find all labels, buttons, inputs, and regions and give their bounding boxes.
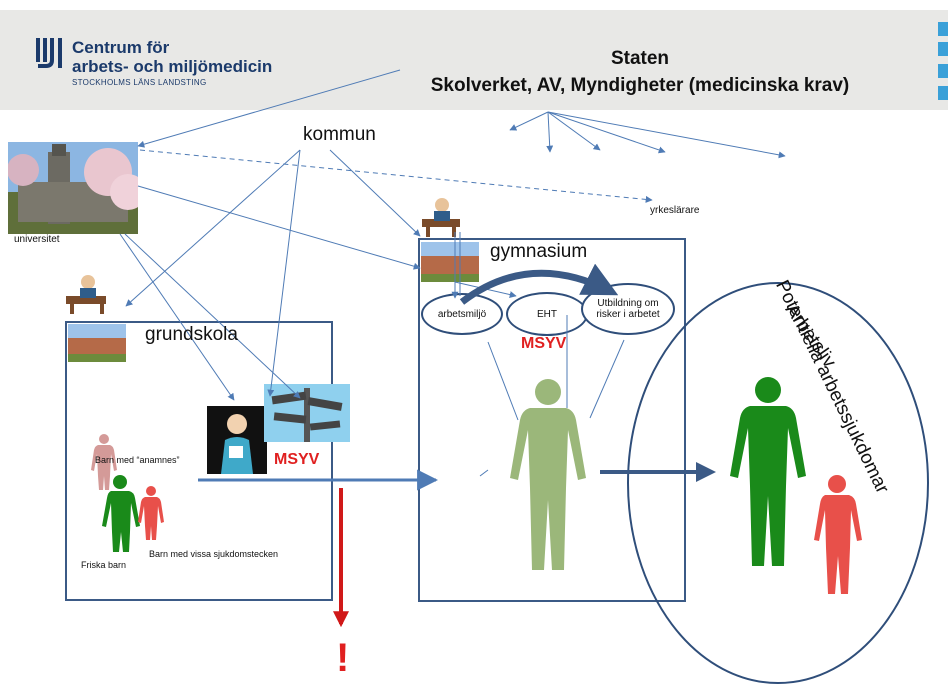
edge-accent-2	[938, 42, 948, 56]
grundskola-label: grundskola	[145, 324, 238, 345]
signpost-icon	[264, 384, 350, 442]
universitet-photo	[8, 142, 138, 234]
header-title: Staten	[610, 48, 670, 69]
figure-sick-worker	[814, 475, 862, 594]
friska-barn-label: Friska barn	[81, 560, 127, 570]
arrow-staten-4	[547, 111, 666, 154]
arrow-staten-3	[547, 111, 601, 151]
logo-line-3: STOCKHOLMS LÄNS LANDSTING	[72, 78, 207, 87]
figure-child-healthy	[102, 475, 140, 552]
line-figure-left	[479, 469, 489, 477]
gymnasium-label: gymnasium	[490, 241, 588, 262]
arrow-kommun-signpost	[267, 149, 301, 397]
figure-gymnasium-student	[510, 379, 586, 570]
line-utbildning-figure	[589, 339, 625, 419]
arrow-universitet-yrkeslarare	[139, 149, 653, 203]
nurse-icon	[207, 406, 267, 474]
grundskola-photo	[68, 324, 126, 362]
arrow-staten-5	[547, 111, 786, 159]
header-subtitle: Skolverket, AV, Myndigheter (medicinska …	[430, 75, 850, 96]
figure-child-anamnes	[91, 434, 117, 490]
curved-arrow	[459, 263, 619, 305]
arrow-staten-1	[509, 111, 549, 131]
yrkeslarare-label: yrkeslärare	[650, 205, 700, 216]
arrow-kommun-grundskola	[125, 149, 301, 307]
logo-line-1: Centrum för	[72, 38, 170, 57]
arrow-staten-universitet	[137, 69, 401, 148]
figure-adult-worker	[730, 377, 806, 566]
arrow-kommun-gymnasium	[329, 149, 421, 237]
universitet-label: universitet	[14, 234, 60, 245]
gymnasium-box	[418, 238, 686, 602]
line-arbetsmiljo-figure	[487, 341, 519, 421]
edge-accent-1	[938, 22, 948, 36]
arrow-universitet-gymnasium	[137, 185, 421, 270]
gymnasium-photo	[421, 242, 479, 282]
header-band	[0, 10, 948, 110]
msyv-grundskola-label: MSYV	[274, 451, 320, 468]
grundskola-box	[65, 321, 333, 601]
kommun-label: kommun	[303, 124, 376, 145]
teacher-desk-icon	[422, 198, 460, 237]
oval-eht: EHT	[506, 292, 588, 336]
edge-accent-3	[938, 64, 948, 78]
arrow-universitet-nurse	[119, 233, 235, 401]
logo-line-2: arbets- och miljömedicin	[72, 57, 273, 76]
msyv-gymnasium-label: MSYV	[521, 335, 567, 352]
barn-anamnes-label: Barn med “anamnes”	[95, 455, 180, 465]
exclamation-mark: !	[336, 636, 350, 680]
arrow-staten-2	[546, 111, 554, 153]
barn-sjukdom-label: Barn med vissa sjukdomstecken	[149, 549, 279, 559]
arrow-universitet-signpost	[124, 233, 301, 399]
edge-accent-4	[938, 86, 948, 100]
logo-icon	[36, 38, 62, 68]
arbetsliv-ellipse	[627, 282, 929, 684]
figure-child-sick	[138, 486, 164, 540]
teacher-desk-icon-2	[66, 275, 106, 314]
